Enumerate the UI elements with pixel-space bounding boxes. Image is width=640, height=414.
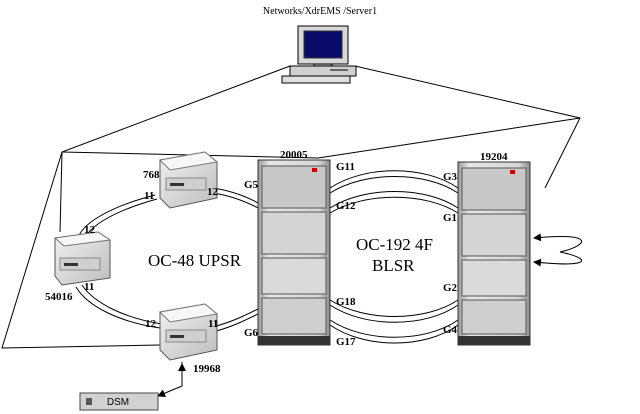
node-20005-label: 20005 [280,149,308,161]
port-g2: G2 [443,282,458,294]
port-768-11: 11 [144,190,154,202]
node-19204-label: 19204 [480,151,508,163]
port-g18: G18 [336,296,356,308]
port-768-12: 12 [207,186,219,198]
port-g6: G6 [244,327,259,339]
server-computer-icon[interactable] [281,25,357,84]
node-19968-icon[interactable] [158,303,219,361]
node-19204-cabinet[interactable] [457,161,531,346]
port-19968-11: 11 [208,318,218,330]
upsr-ring-label: OC-48 UPSR [148,251,242,270]
port-g1: G1 [443,212,457,224]
port-g12: G12 [336,200,356,212]
node-54016-icon[interactable] [53,231,112,286]
dsm-link-arrow [157,362,186,397]
port-g4: G4 [443,324,458,336]
port-g17: G17 [336,336,356,348]
port-54016-12: 12 [84,224,96,236]
blsr-ring-label-line2: BLSR [372,256,415,275]
dsm-device[interactable] [79,392,159,411]
blsr-ring-label-line1: OC-192 4F [356,235,433,254]
node-768-label: 768 [143,169,160,181]
port-19968-12: 12 [145,318,157,330]
port-g11: G11 [336,161,355,173]
blsr-ring [329,170,459,344]
server-label: Networks/XdrEMS /Server1 [263,6,377,17]
node-20005-cabinet[interactable] [257,159,331,346]
loopback-arrows [533,233,583,267]
node-54016-label: 54016 [45,291,73,303]
node-768-icon[interactable] [158,151,219,209]
port-g3: G3 [443,171,458,183]
port-54016-11: 11 [84,281,94,293]
port-g5: G5 [244,179,259,191]
dsm-label: DSM [107,397,129,408]
node-19968-label: 19968 [193,363,221,375]
